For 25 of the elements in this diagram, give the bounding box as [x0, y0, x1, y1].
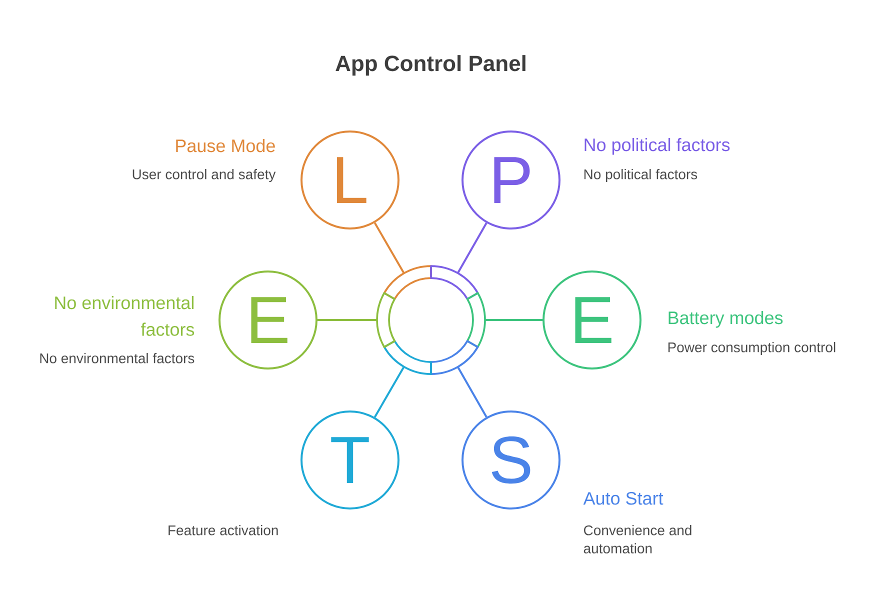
- description: Power consumption control: [668, 342, 836, 356]
- description: No political factors: [584, 169, 698, 182]
- hub-ring: [376, 265, 486, 375]
- heading: Auto Start: [583, 492, 664, 505]
- heading: Pause Mode: [176, 139, 275, 152]
- connector-line: [374, 366, 405, 418]
- letter: T: [331, 437, 369, 483]
- letter: E: [575, 297, 612, 343]
- description: Convenience and automation: [584, 525, 692, 554]
- connector-line: [485, 319, 542, 321]
- description: Feature activation: [168, 525, 278, 536]
- description: No environmental factors: [40, 353, 194, 364]
- heading: Battery modes: [668, 311, 783, 328]
- connector-line: [318, 319, 377, 321]
- connector-line: [456, 366, 488, 418]
- description: User control and safety: [132, 169, 276, 182]
- letter: P: [494, 157, 530, 203]
- letter: L: [336, 157, 366, 203]
- letter: E: [251, 297, 288, 343]
- title: App Control Panel: [336, 55, 526, 76]
- heading: No political factors: [584, 138, 730, 155]
- connector-line: [374, 222, 405, 274]
- heading: No environmental factors: [55, 296, 194, 336]
- connector-line: [456, 222, 488, 274]
- letter: S: [492, 436, 530, 484]
